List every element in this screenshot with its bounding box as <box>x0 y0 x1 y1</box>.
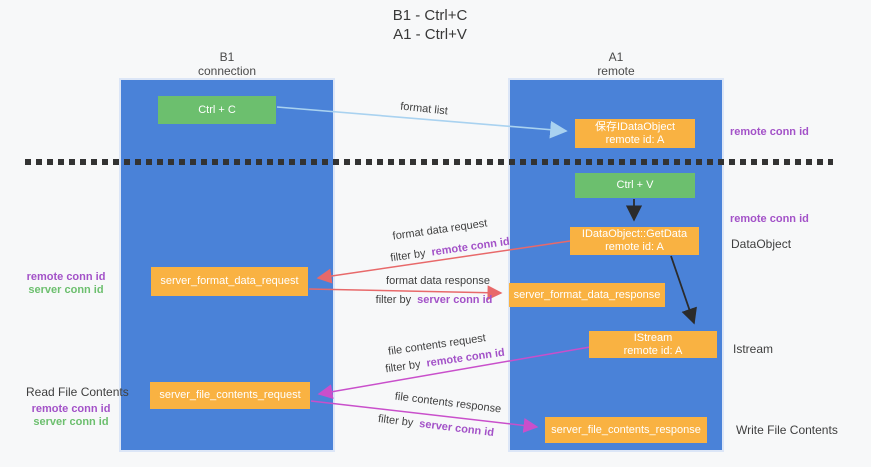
istream-label: Istream <box>733 342 774 356</box>
title-line-2: A1 - Ctrl+V <box>393 26 467 43</box>
left-column-name: B1 <box>219 50 235 64</box>
node-server-file-contents-request-label: server_file_contents_request <box>159 389 301 401</box>
right-remote-conn-id-1: remote conn id <box>730 126 809 138</box>
left-column-header: B1 connection <box>119 50 335 78</box>
node-idataobject-getdata-line1: IDataObject::GetData <box>581 228 688 240</box>
right-column-name: A1 <box>608 50 624 64</box>
label-format-data-response: format data response <box>386 275 490 287</box>
node-istream-line1: IStream <box>633 331 673 344</box>
node-ctrl-v: Ctrl + V <box>575 173 695 198</box>
node-idataobject-getdata-line2: remote id: A <box>605 241 664 253</box>
node-server-format-data-response: server_format_data_response <box>509 283 665 307</box>
node-idataobject-getdata: IDataObject::GetData remote id: A <box>570 227 699 255</box>
right-remote-conn-id-2: remote conn id <box>730 213 809 225</box>
node-server-format-data-request-label: server_format_data_request <box>160 275 299 287</box>
left-server-conn-id-2: server conn id <box>33 416 109 428</box>
write-file-contents-label: Write File Contents <box>736 423 838 437</box>
node-ctrl-c: Ctrl + C <box>158 96 276 124</box>
label-format-list: format list <box>399 100 449 118</box>
node-save-idataobject: 保存IDataObject remote id: A <box>575 119 695 148</box>
node-server-format-data-request: server_format_data_request <box>151 267 308 296</box>
left-remote-conn-id-2: remote conn id <box>31 403 111 415</box>
node-ctrl-v-label: Ctrl + V <box>616 179 654 191</box>
server-conn-id-text: server conn id <box>417 294 493 306</box>
right-column-header: A1 remote <box>508 50 724 78</box>
node-server-format-data-response-label: server_format_data_response <box>513 288 661 301</box>
read-file-contents-label: Read File Contents <box>26 385 129 399</box>
left-remote-conn-id-1: remote conn id <box>26 271 106 283</box>
server-conn-id-text: server conn id <box>418 417 495 440</box>
left-column-role: connection <box>197 64 257 78</box>
label-filter-server-1: filter by server conn id <box>376 294 493 306</box>
diagram-title: B1 - Ctrl+C A1 - Ctrl+V <box>0 6 860 44</box>
filter-by-text: filter by <box>389 247 427 265</box>
node-save-idataobject-line1: 保存IDataObject <box>594 120 676 133</box>
label-format-data-request: format data request <box>391 217 489 243</box>
filter-by-text: filter by <box>375 294 412 306</box>
remote-conn-id-text: remote conn id <box>430 235 511 259</box>
node-ctrl-c-label: Ctrl + C <box>198 103 236 116</box>
filter-by-text: filter by <box>377 412 415 430</box>
filter-by-text: filter by <box>384 358 422 376</box>
title-line-1: B1 - Ctrl+C <box>392 7 468 24</box>
node-save-idataobject-line2: remote id: A <box>605 133 665 146</box>
left-server-conn-id-1: server conn id <box>28 284 104 296</box>
node-server-file-contents-response: server_file_contents_response <box>545 417 707 443</box>
node-istream-line2: remote id: A <box>623 344 683 357</box>
right-column-role: remote <box>597 64 635 78</box>
node-istream: IStream remote id: A <box>589 331 717 358</box>
node-server-file-contents-response-label: server_file_contents_response <box>551 423 701 436</box>
arrow-format-data-response <box>308 285 503 301</box>
label-filter-server-2: filter by server conn id <box>377 413 494 439</box>
node-server-file-contents-request: server_file_contents_request <box>150 382 310 409</box>
label-file-contents-response: file contents response <box>394 390 502 416</box>
dataobject-label: DataObject <box>731 237 792 251</box>
dashed-separator <box>25 159 833 165</box>
